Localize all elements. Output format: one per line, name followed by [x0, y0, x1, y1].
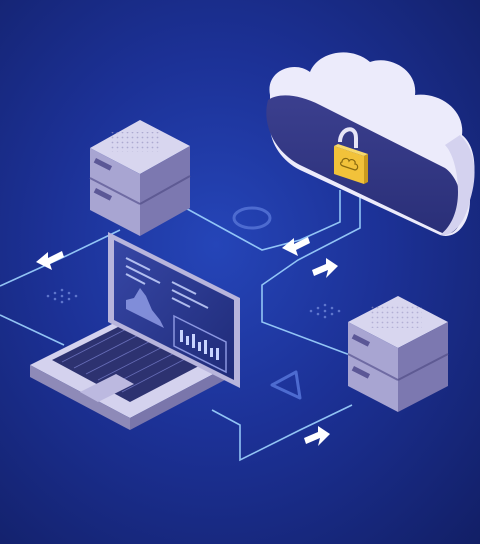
- arrow-icon: [312, 258, 338, 278]
- arrow-icon: [282, 237, 310, 256]
- cloud-icon: [266, 52, 475, 236]
- circle-outline-icon: [232, 206, 272, 230]
- server-icon: [347, 296, 449, 412]
- arrow-icon: [36, 251, 64, 270]
- laptop-icon: [30, 232, 240, 430]
- padlock-icon: [334, 127, 368, 184]
- arrow-icon: [304, 426, 330, 446]
- dot-cluster-left: [46, 288, 78, 304]
- server-icon: [89, 120, 191, 236]
- dot-cluster-right: [309, 303, 341, 319]
- network-lines: [0, 190, 361, 462]
- triangle-outline-icon: [270, 370, 302, 400]
